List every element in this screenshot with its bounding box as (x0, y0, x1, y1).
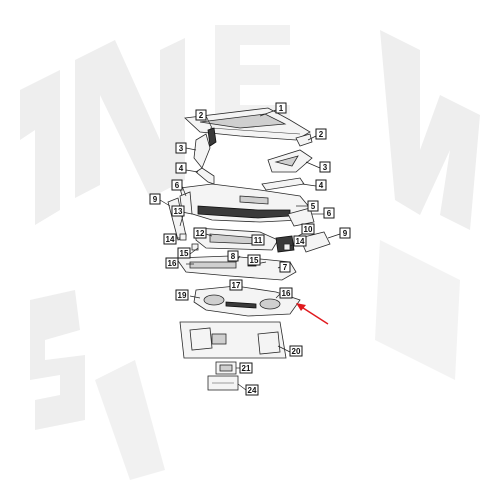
callout-15-left: 15 (177, 247, 191, 259)
callout-15-right: 15 (247, 254, 261, 266)
callout-11: 11 (251, 234, 265, 246)
part-17-19-lower-valance (193, 285, 301, 317)
callout-9-left: 9 (149, 193, 161, 205)
callout-24-label: 24 (248, 386, 257, 395)
callout-boxes: 1 2 2 3 3 4 4 5 6 6 7 8 9 9 10 11 12 13 … (149, 102, 351, 396)
callout-4-right-label: 4 (319, 181, 324, 190)
callout-16-left: 16 (165, 257, 179, 269)
callout-6-left-label: 6 (175, 181, 180, 190)
callout-6-right-label: 6 (327, 209, 332, 218)
background-watermark (20, 25, 480, 480)
callout-21: 21 (239, 362, 253, 374)
callout-4-left-label: 4 (179, 164, 184, 173)
callout-10: 10 (301, 223, 315, 235)
callout-14-right: 14 (293, 235, 307, 247)
callout-16-right: 16 (279, 287, 293, 299)
part-2-brackets (207, 127, 313, 147)
callout-14-left-label: 14 (166, 235, 175, 244)
callout-15-left-label: 15 (180, 249, 189, 258)
callout-3-left: 3 (175, 142, 187, 154)
callout-7-label: 7 (283, 263, 288, 272)
callout-13: 13 (171, 205, 185, 217)
callout-13-label: 13 (174, 207, 183, 216)
callout-24: 24 (245, 384, 259, 396)
callout-11-label: 11 (254, 236, 263, 245)
callout-4-right: 4 (315, 179, 327, 191)
callout-2-left: 2 (195, 109, 207, 121)
callout-9-right-label: 9 (343, 229, 348, 238)
callout-17: 17 (229, 279, 243, 291)
red-pointer-arrow (296, 303, 329, 325)
callout-5: 5 (307, 200, 319, 212)
callout-6-right: 6 (323, 207, 335, 219)
part-1-upper-cover (184, 107, 311, 141)
callout-7: 7 (279, 261, 291, 273)
callout-20-label: 20 (292, 347, 301, 356)
callout-3-left-label: 3 (179, 144, 184, 153)
callout-4-left: 4 (175, 162, 187, 174)
callout-14-left: 14 (163, 233, 177, 245)
callout-17-label: 17 (232, 281, 241, 290)
part-20-lower-housing (179, 321, 287, 359)
part-11-12-grille (195, 227, 279, 251)
callout-12: 12 (193, 227, 207, 239)
callout-5-label: 5 (311, 202, 316, 211)
callout-3-right: 3 (319, 161, 331, 173)
callout-6-left: 6 (171, 179, 183, 191)
callout-2-left-label: 2 (199, 111, 204, 120)
callout-20: 20 (289, 345, 303, 357)
callout-19-label: 19 (178, 291, 187, 300)
part-3-lamp-trims (193, 133, 313, 173)
part-5-bumper-fascia (179, 183, 311, 223)
callout-9-right: 9 (339, 227, 351, 239)
callout-16-left-label: 16 (168, 259, 177, 268)
callout-21-label: 21 (242, 364, 251, 373)
callout-8: 8 (227, 250, 239, 262)
callout-12-label: 12 (196, 229, 205, 238)
callout-2-right: 2 (315, 128, 327, 140)
part-21-bracket (215, 361, 237, 375)
callout-8-label: 8 (231, 252, 236, 261)
callout-3-right-label: 3 (323, 163, 328, 172)
callout-14-right-label: 14 (296, 237, 305, 246)
callout-1: 1 (275, 102, 287, 114)
callout-9-left-label: 9 (153, 195, 158, 204)
callout-16-right-label: 16 (282, 289, 291, 298)
callout-2-right-label: 2 (319, 130, 324, 139)
callout-10-label: 10 (304, 225, 313, 234)
callout-19: 19 (175, 289, 189, 301)
part-24-plate-bracket (207, 375, 239, 391)
callout-1-label: 1 (279, 104, 284, 113)
callout-15-right-label: 15 (250, 256, 259, 265)
